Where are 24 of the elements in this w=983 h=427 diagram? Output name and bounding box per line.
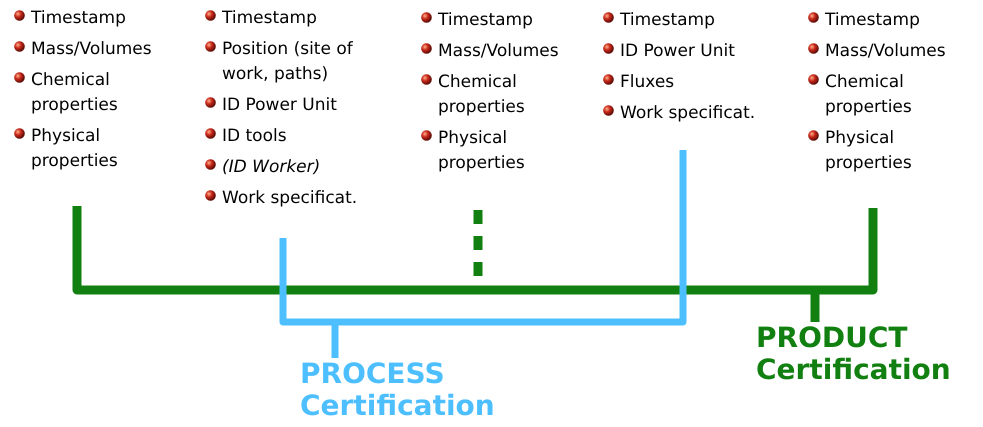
list-item: (ID Worker)	[222, 156, 320, 179]
list-item: Mass/Volumes	[31, 38, 152, 61]
list-item: Timestamp	[222, 7, 317, 30]
list-item: Physical properties	[438, 127, 526, 175]
list-item: ID Power Unit	[222, 94, 337, 117]
list-item: Timestamp	[31, 7, 126, 30]
list-item: Timestamp	[825, 9, 920, 32]
list-item: Chemical properties	[31, 69, 119, 117]
list-item: Timestamp	[438, 9, 533, 32]
list-item: Work specificat.	[620, 102, 756, 125]
list-item: ID tools	[222, 125, 287, 148]
certification-label: PRODUCT Certification	[756, 322, 971, 386]
list-item: Mass/Volumes	[438, 40, 559, 63]
list-item: Mass/Volumes	[825, 40, 946, 63]
list-item: Work specificat.	[222, 187, 358, 210]
list-item: Chemical properties	[825, 71, 913, 119]
list-item: Physical properties	[31, 125, 119, 173]
list-item: Timestamp	[620, 9, 715, 32]
list-item: Chemical properties	[438, 71, 526, 119]
list-item: Physical properties	[825, 127, 913, 175]
certification-label: PROCESS Certification	[300, 358, 510, 422]
list-item: ID Power Unit	[620, 40, 735, 63]
list-item: Fluxes	[620, 71, 674, 94]
list-item: Position (site of work, paths)	[222, 38, 354, 86]
